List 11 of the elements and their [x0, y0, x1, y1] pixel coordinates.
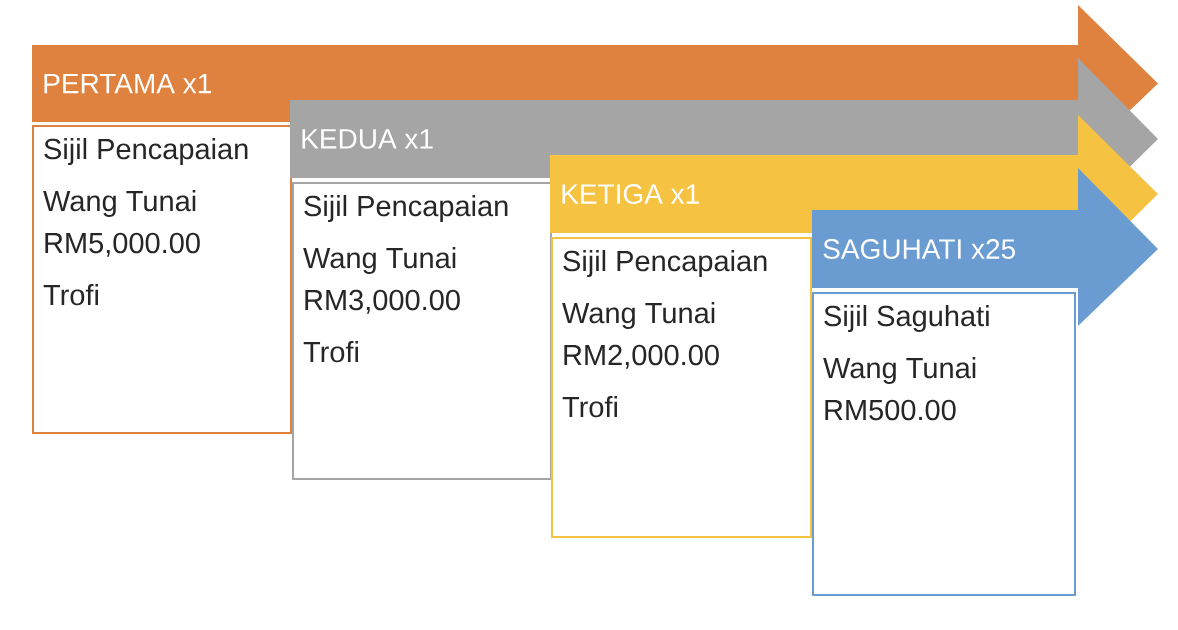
text-box — [32, 125, 292, 434]
body-text: Trofi — [562, 396, 617, 418]
body-text: Wang Tunai RM2,000.00 — [562, 302, 719, 369]
text-box — [292, 182, 552, 480]
body-text: Wang Tunai RM5,000.00 — [43, 190, 200, 257]
body-text: Wang Tunai RM3,000.00 — [303, 247, 460, 314]
body-text: Trofi — [303, 341, 358, 363]
body-text: Wang Tunai RM500.00 — [823, 357, 976, 421]
text-box — [812, 292, 1076, 596]
text-box — [551, 237, 812, 538]
body-text: Trofi — [43, 284, 98, 306]
